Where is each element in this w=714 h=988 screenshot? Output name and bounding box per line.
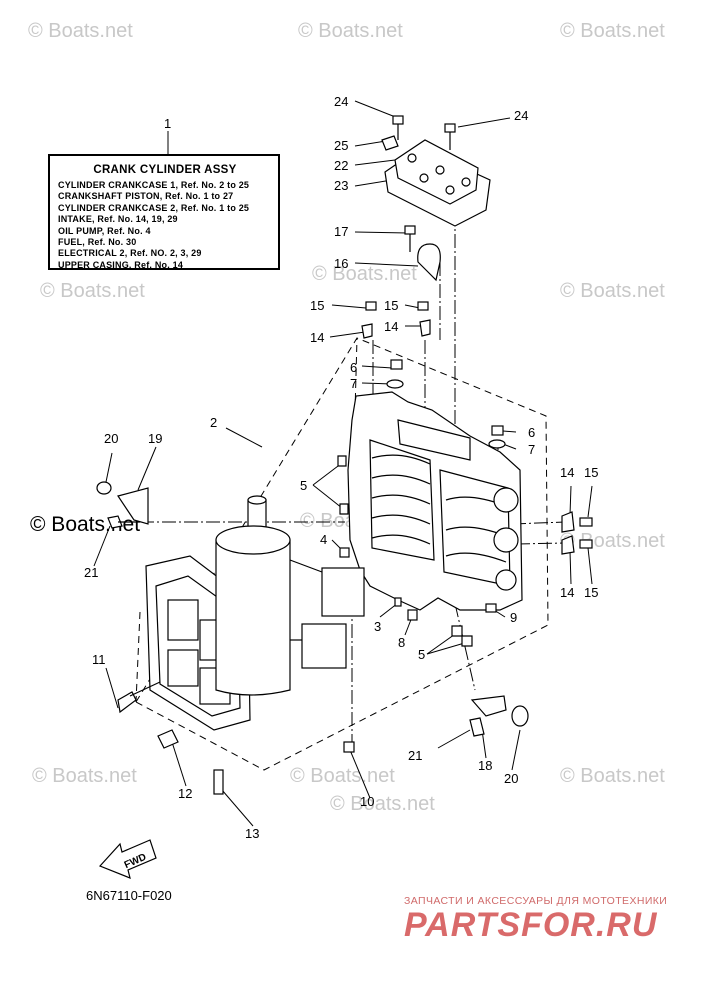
diagram-code: 6N67110-F020 [86, 888, 172, 903]
legend-title: CRANK CYLINDER ASSY [93, 164, 237, 176]
legend-line: CYLINDER CRANKCASE 1, Ref. No. 2 to 25 [58, 180, 250, 190]
watermark: © Boats.net [560, 530, 665, 552]
callout-number: 6 [350, 360, 357, 375]
watermark: © Boats.net [28, 20, 133, 42]
legend-line: CRANKSHAFT PISTON, Ref. No. 1 to 27 [58, 191, 234, 202]
callout-number: 11 [92, 652, 106, 667]
callout-number: 15 [584, 585, 598, 600]
legend-line: UPPER CASING, Ref. No. 14 [58, 259, 184, 270]
promo-tagline: ЗАПЧАСТИ И АКСЕССУАРЫ ДЛЯ МОТОТЕХНИКИ [404, 895, 668, 907]
legend-line: OIL PUMP, Ref. No. 4 [58, 225, 151, 236]
callout-number: 18 [478, 758, 492, 773]
watermark: © Boats.net [40, 280, 145, 302]
callout-number: 6 [528, 425, 535, 440]
callout-number: 24 [334, 94, 348, 109]
callout-number: 2 [210, 415, 217, 430]
callout-number: 14 [310, 330, 324, 345]
watermark: © Boats.net [312, 263, 417, 285]
watermark: © Boats.net [560, 280, 665, 302]
callout-number: 15 [310, 298, 324, 313]
callout-labels: 1 2 3 4 5 5 6 6 7 7 8 9 10 11 12 13 14 1… [84, 94, 598, 841]
callout-number: 14 [560, 465, 574, 480]
callout-number: 13 [245, 826, 259, 841]
callout-number: 5 [300, 478, 307, 493]
callout-number: 17 [334, 224, 348, 239]
legend-line: ELECTRICAL 2, Ref. NO. 2, 3, 29 [58, 248, 202, 259]
callout-number: 15 [584, 465, 598, 480]
watermark: © Boats.net [560, 765, 665, 787]
callout-number: 12 [178, 786, 192, 801]
watermark: © Boats.net [290, 765, 395, 787]
watermark: © Boats.net [560, 20, 665, 42]
callout-number: 15 [384, 298, 398, 313]
callout-number: 14 [560, 585, 574, 600]
callout-number: 16 [334, 256, 348, 271]
callout-number: 19 [148, 431, 162, 446]
callout-number: 20 [504, 771, 518, 786]
callout-number: 8 [398, 635, 405, 650]
callout-number: 14 [384, 319, 398, 334]
callout-number: 25 [334, 138, 348, 153]
callout-number: 5 [418, 647, 425, 662]
callout-number: 4 [320, 532, 327, 547]
watermark-dark: © Boats.net [30, 513, 140, 536]
callout-number: 20 [104, 431, 118, 446]
fasteners-top [361, 115, 506, 449]
callout-number: 7 [528, 442, 535, 457]
legend-line: FUEL, Ref. No. 30 [58, 237, 137, 248]
callout-number: 7 [350, 376, 357, 391]
callout-number: 23 [334, 178, 348, 193]
head-cover [384, 139, 491, 227]
watermark: © Boats.net [330, 793, 435, 815]
callout-number: 9 [510, 610, 517, 625]
callout-number: 24 [514, 108, 528, 123]
callout-number: 10 [360, 794, 374, 809]
callout-number: 21 [84, 565, 98, 580]
callout-number: 1 [164, 116, 171, 131]
cylinder-block [347, 391, 523, 611]
callout-number: 3 [374, 619, 381, 634]
watermark: © Boats.net [32, 765, 137, 787]
callout-number: 21 [408, 748, 422, 763]
crankshaft [215, 495, 365, 696]
forward-arrow-icon: FWD [98, 839, 157, 879]
legend-line: CYLINDER CRANKCASE 2, Ref. No. 1 to 25 [58, 202, 250, 213]
watermark: © Boats.net [298, 20, 403, 42]
assembly-legend: CRANK CYLINDER ASSY CYLINDER CRANKCASE 1… [48, 154, 280, 270]
legend-line: INTAKE, Ref. No. 14, 19, 29 [58, 214, 178, 225]
small-parts [96, 135, 593, 795]
promo-logo: PARTSFOR.RU [404, 906, 658, 944]
callout-number: 22 [334, 158, 348, 173]
